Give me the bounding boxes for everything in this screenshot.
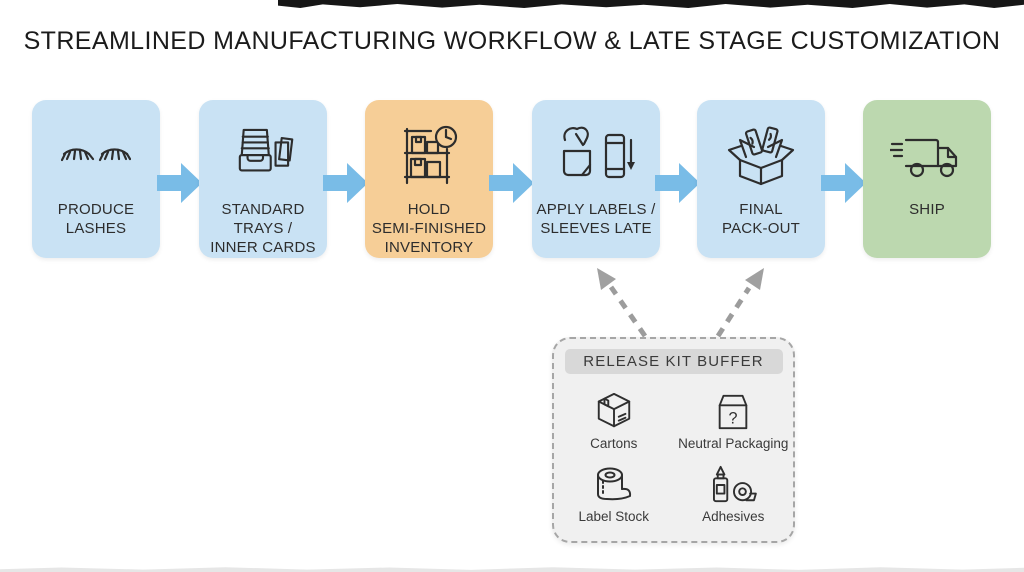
flow-arrow-icon bbox=[323, 163, 368, 203]
buffer-item-label: Adhesives bbox=[702, 509, 765, 524]
step-label-line: TRAYS / bbox=[233, 220, 293, 238]
step-label: FINAL PACK-OUT bbox=[722, 200, 800, 238]
step-label: HOLD SEMI-FINISHED INVENTORY bbox=[372, 200, 486, 258]
step-label-line: SEMI-FINISHED bbox=[371, 220, 487, 238]
flow-arrow-icon bbox=[157, 163, 202, 203]
eyelashes-icon bbox=[61, 112, 131, 200]
trays-cards-icon bbox=[232, 112, 294, 200]
step-label: SHIP bbox=[909, 200, 945, 219]
buffer-item-neutral-packaging: ? Neutral Packaging bbox=[674, 382, 794, 451]
step-label-line: LASHES bbox=[65, 220, 127, 238]
flow-arrow-icon bbox=[489, 163, 534, 203]
flow-arrow-icon bbox=[655, 163, 700, 203]
step-hold-inventory: HOLD SEMI-FINISHED INVENTORY bbox=[365, 100, 493, 258]
buffer-item-cartons: Cartons bbox=[554, 382, 674, 451]
buffer-connector-arrows bbox=[597, 268, 764, 338]
buffer-item-label: Neutral Packaging bbox=[678, 436, 789, 451]
step-label-line: SLEEVES LATE bbox=[540, 220, 652, 238]
svg-text:?: ? bbox=[729, 409, 738, 427]
step-apply-labels: APPLY LABELS / SLEEVES LATE bbox=[532, 100, 660, 258]
step-label-line: INNER CARDS bbox=[210, 239, 316, 257]
step-label: STANDARD TRAYS / INNER CARDS bbox=[210, 200, 316, 258]
page-title: STREAMLINED MANUFACTURING WORKFLOW & LAT… bbox=[23, 27, 1001, 55]
label-roll-icon bbox=[591, 455, 637, 505]
scan-artifact-bottom bbox=[0, 567, 1024, 572]
glue-tape-icon bbox=[707, 455, 759, 505]
buffer-item-label: Label Stock bbox=[578, 509, 650, 524]
buffer-item-label: Cartons bbox=[590, 436, 638, 451]
release-kit-buffer-panel: RELEASE KIT BUFFER Cartons bbox=[552, 337, 795, 543]
apply-label-icon bbox=[556, 112, 636, 200]
flow-arrow-icon bbox=[821, 163, 866, 203]
open-box-icon bbox=[726, 112, 796, 200]
step-label: PRODUCE LASHES bbox=[58, 200, 134, 238]
truck-icon bbox=[890, 112, 964, 200]
step-label-line: APPLY LABELS / bbox=[536, 201, 656, 218]
step-label-line: INVENTORY bbox=[384, 239, 474, 257]
step-ship: SHIP bbox=[863, 100, 991, 258]
step-label-line: FINAL bbox=[739, 201, 783, 218]
step-final-pack-out: FINAL PACK-OUT bbox=[697, 100, 825, 258]
buffer-item-adhesives: Adhesives bbox=[674, 455, 794, 524]
step-label-line: PACK-OUT bbox=[722, 220, 800, 238]
step-label-line: STANDARD bbox=[221, 201, 305, 218]
step-label: APPLY LABELS / SLEEVES LATE bbox=[537, 200, 656, 238]
step-label-line: PRODUCE bbox=[57, 201, 135, 218]
buffer-items-grid: Cartons ? Neutral Packaging bbox=[554, 382, 793, 524]
scan-artifact-top bbox=[278, 0, 1024, 8]
step-standard-trays: STANDARD TRAYS / INNER CARDS bbox=[199, 100, 327, 258]
buffer-item-label-stock: Label Stock bbox=[554, 455, 674, 524]
carton-box-icon bbox=[592, 382, 636, 432]
step-label-line: SHIP bbox=[909, 201, 945, 218]
shelf-clock-icon bbox=[397, 112, 461, 200]
question-box-icon: ? bbox=[711, 382, 755, 432]
step-produce-lashes: PRODUCE LASHES bbox=[32, 100, 160, 258]
buffer-title: RELEASE KIT BUFFER bbox=[564, 349, 783, 374]
step-label-line: HOLD bbox=[407, 201, 451, 218]
